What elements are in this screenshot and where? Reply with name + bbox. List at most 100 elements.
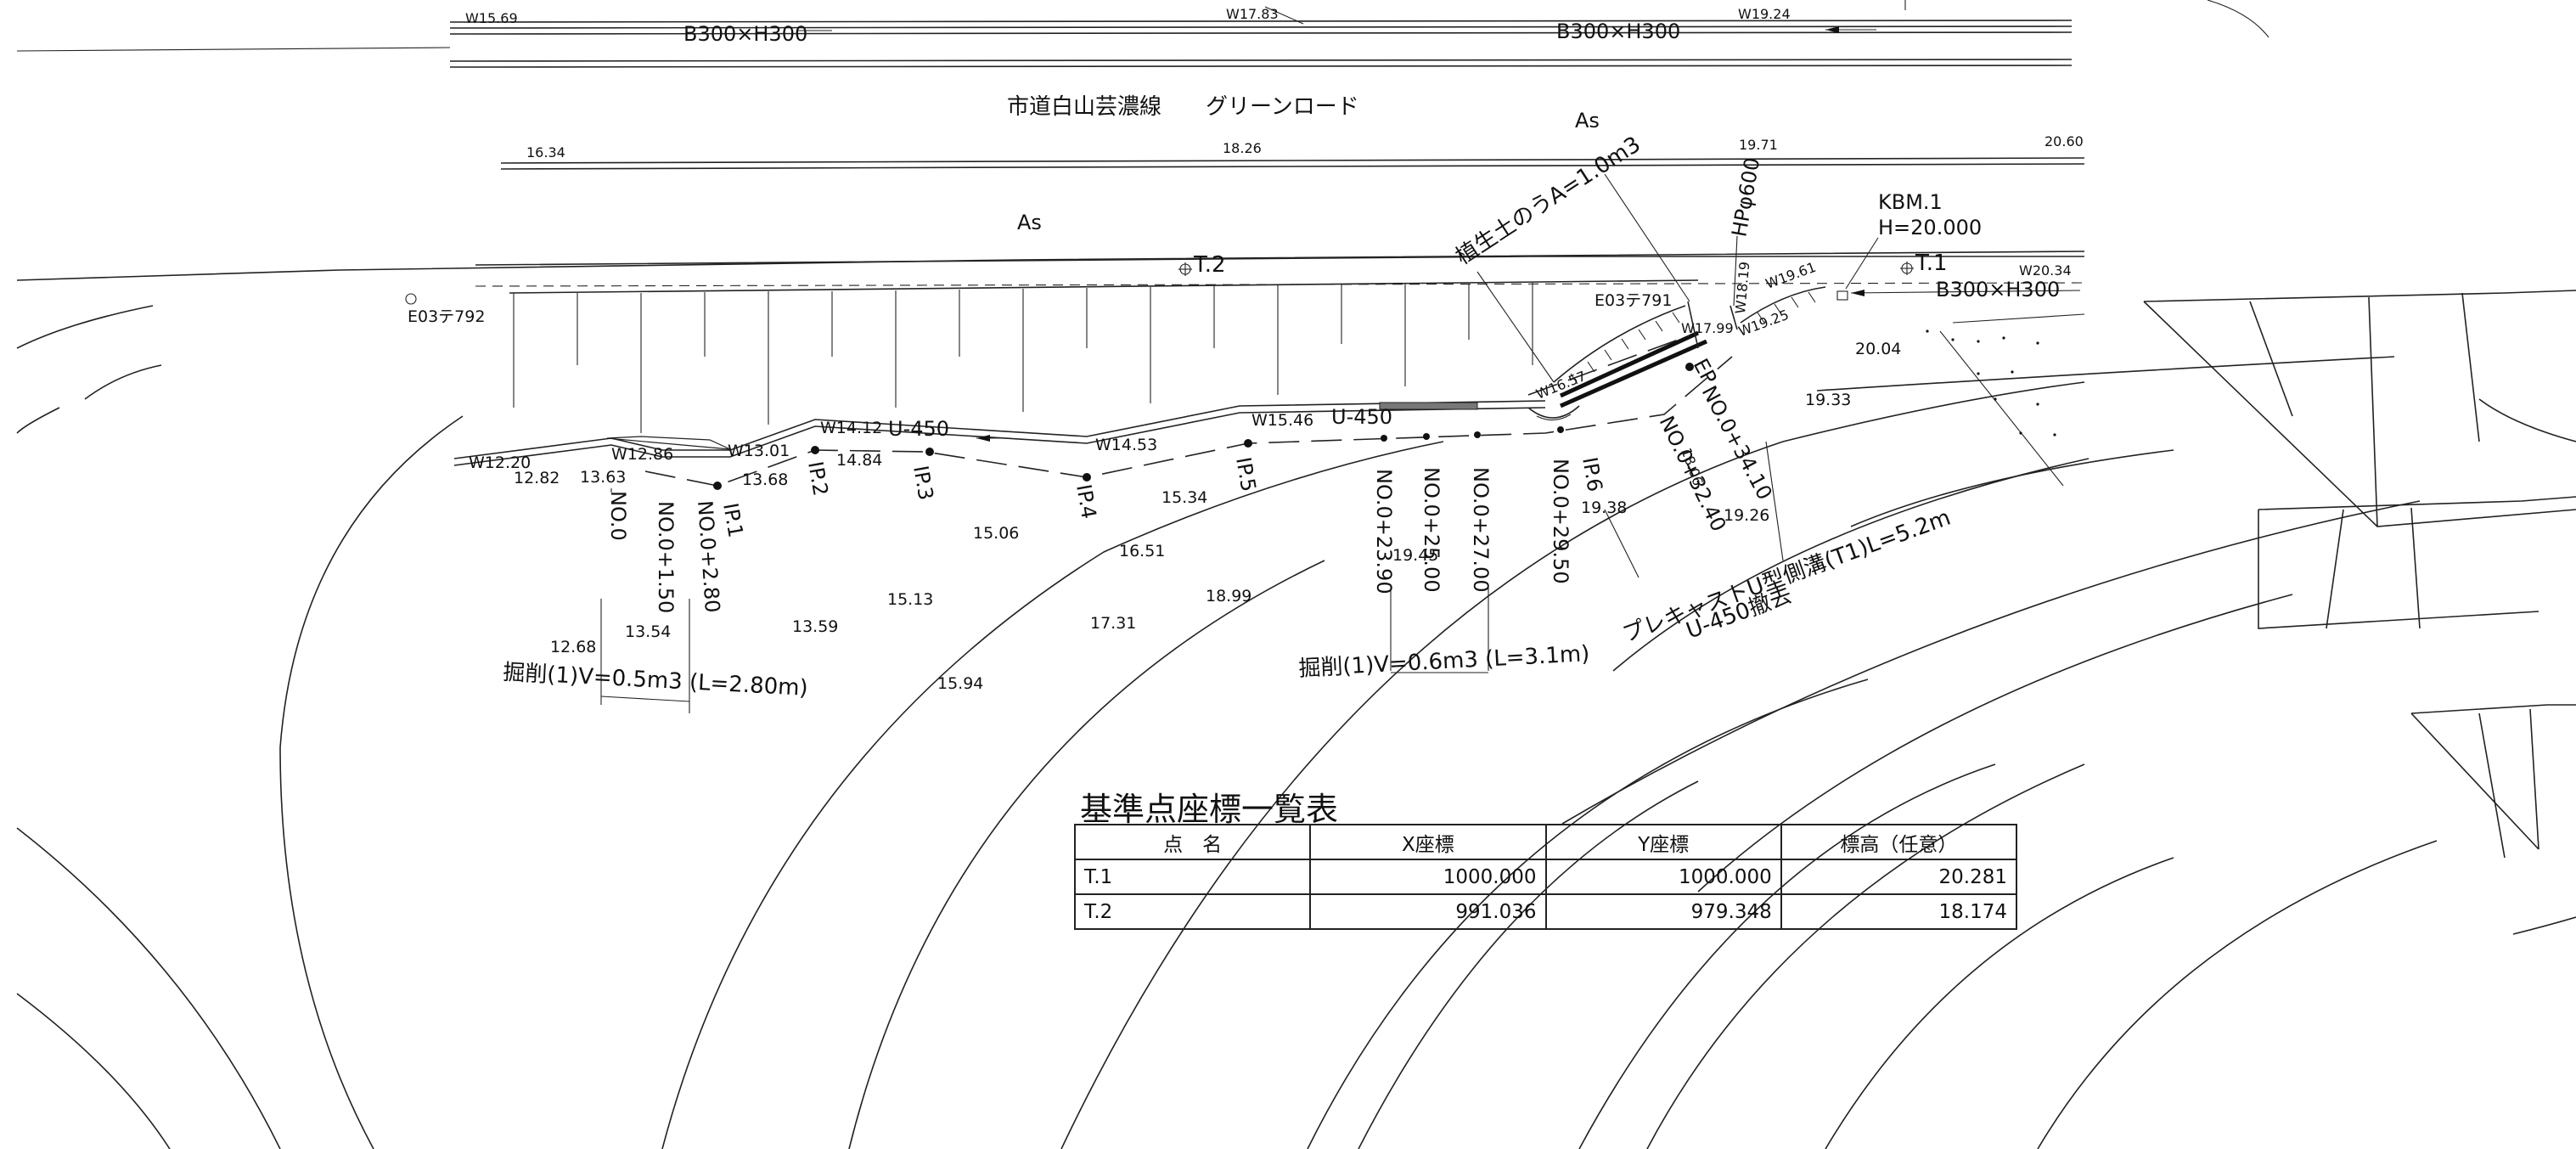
station-label: NO.0+1.50 xyxy=(654,501,678,613)
spot-elevation: 15.34 xyxy=(1161,488,1207,507)
spot-elevation: W18.19 xyxy=(1732,261,1752,314)
station-label: NO.0+2.80 xyxy=(693,499,724,613)
spot-elevation: 13.63 xyxy=(580,468,626,487)
table-title: 基準点座標一覧表 xyxy=(1080,791,1339,828)
spot-elevation: 16.51 xyxy=(1119,542,1165,560)
drain-label-upper-right: B300×H300 xyxy=(1556,20,1680,43)
kbm-label: KBM.1 xyxy=(1878,190,1943,214)
surface-label: As xyxy=(1575,109,1600,132)
spot-elevation: 14.84 xyxy=(836,451,882,470)
u450-label: U-450 xyxy=(1331,405,1392,429)
spot-elevation: 17.31 xyxy=(1090,614,1136,633)
coordinate-table: 点 名 X座標 Y座標 標高（任意） T.1 1000.000 1000.000… xyxy=(1073,824,2018,930)
spot-elevation: W12.20 xyxy=(469,453,531,472)
spot-elevation: 13.54 xyxy=(625,622,671,641)
station-label: NO.0+23.90 xyxy=(1372,469,1396,594)
station-label: IP.1 xyxy=(718,501,748,539)
spot-elevation: 13.68 xyxy=(742,470,788,489)
precast-u-ditch xyxy=(1527,301,1738,421)
flow-arrow-icon xyxy=(976,435,990,442)
benchmark-t1-label: T.1 xyxy=(1915,251,1948,276)
drain-label-right: B300×H300 xyxy=(1936,278,2060,301)
spot-elevation: 19.45 xyxy=(1392,546,1438,565)
spot-elevation: 19.71 xyxy=(1739,137,1778,153)
table-cell: 20.281 xyxy=(1780,859,2018,895)
table-cell: 18.174 xyxy=(1780,893,2018,930)
table-row: T.1 1000.000 1000.000 20.281 xyxy=(1073,859,2018,895)
table-header-row: 点 名 X座標 Y座標 標高（任意） xyxy=(1073,824,2018,860)
contour-lines xyxy=(16,305,2576,1149)
station-lines xyxy=(600,488,1489,713)
building-outlines xyxy=(2143,290,2576,859)
centerline-points xyxy=(713,363,1694,490)
spot-elevation: W15.46 xyxy=(1251,411,1313,430)
station-label: IP.6 xyxy=(1578,455,1607,493)
station-label: NO.0+29.50 xyxy=(1549,459,1572,584)
spot-elevation: W14.53 xyxy=(1095,436,1157,454)
u450-ditch xyxy=(453,400,1546,466)
spot-elevation: 19.26 xyxy=(1724,506,1769,525)
station-label: IP.2 xyxy=(803,459,833,498)
drain-arrow-line xyxy=(1850,290,2081,294)
spot-elevation: W17.99 xyxy=(1681,320,1734,336)
topsoil-annotation: 植生土のうA=1.0m3 xyxy=(1451,132,1645,270)
spot-elevation: W19.24 xyxy=(1738,6,1791,22)
spot-elevation: 18.99 xyxy=(1206,587,1251,605)
spot-elevation: 19.38 xyxy=(1581,498,1627,517)
spot-elevation: W20.34 xyxy=(2019,262,2072,279)
sandbag-hatch xyxy=(1553,286,1826,385)
spot-elevation: 16.34 xyxy=(526,144,565,161)
precast-annotation: プレキャストU型側溝(T1)L=5.2m xyxy=(1619,505,1954,648)
benchmark-t2-label: T.2 xyxy=(1193,252,1226,278)
table-row: T.2 991.036 979.348 18.174 xyxy=(1073,893,2018,930)
station-label: IP.3 xyxy=(908,464,938,502)
table-header: 点 名 xyxy=(1073,824,1312,860)
table-cell: T.1 xyxy=(1073,859,1312,895)
table-header: Y座標 xyxy=(1544,824,1782,860)
spot-elevation: 15.13 xyxy=(887,590,933,609)
benchmark-t1-mark xyxy=(1900,262,1914,275)
spot-elevation: W13.01 xyxy=(728,442,790,460)
spot-elevation: W14.12 xyxy=(820,419,882,437)
spot-elevation: 19.33 xyxy=(1805,391,1851,409)
station-label: IP.4 xyxy=(1071,482,1101,521)
surface-label: As xyxy=(1017,211,1042,234)
upper-road-lines xyxy=(16,0,2269,68)
hp-label: HPφ600 xyxy=(1727,155,1764,239)
boundary-label: E03テ792 xyxy=(408,307,485,326)
spot-elevation: W15.69 xyxy=(465,10,518,26)
kbm-marker xyxy=(1836,290,1848,301)
station-label: IP.5 xyxy=(1231,455,1261,493)
spot-elevation: 12.82 xyxy=(514,469,560,487)
spot-elevation: 20.60 xyxy=(2044,133,2084,149)
station-label: NO.0+25.00 xyxy=(1420,467,1443,593)
slope-ticks xyxy=(513,283,1533,433)
boundary-label: E03テ791 xyxy=(1595,291,1672,310)
station-label: NO.0+27.00 xyxy=(1469,467,1493,593)
dot-hatch xyxy=(1926,329,2056,437)
table-header: 標高（任意） xyxy=(1780,824,2018,860)
boundary-marker xyxy=(405,293,417,305)
kbm-height: H=20.000 xyxy=(1878,216,1982,239)
benchmark-t2-mark xyxy=(1178,262,1192,276)
road-name: 市道白山芸濃線 グリーンロード xyxy=(1007,94,1359,120)
table-cell: 991.036 xyxy=(1309,893,1547,930)
table-header: X座標 xyxy=(1309,824,1547,860)
spot-elevation: 13.59 xyxy=(792,617,838,636)
spot-elevation: 12.68 xyxy=(550,638,596,656)
table-cell: 1000.000 xyxy=(1544,859,1782,895)
table-cell: T.2 xyxy=(1073,893,1312,930)
u450-label: U-450 xyxy=(888,417,949,441)
spot-elevation: W17.83 xyxy=(1226,6,1279,22)
spot-elevation: 15.94 xyxy=(937,674,983,693)
spot-elevation: 18.26 xyxy=(1223,140,1262,156)
station-label: NO.0 xyxy=(606,491,630,541)
spot-elevation: W12.86 xyxy=(611,445,673,464)
drain-label-upper-left: B300×H300 xyxy=(683,22,807,46)
excavation-annotation-1: 掘削(1)V=0.5m3 (L=2.80m) xyxy=(503,660,809,701)
flow-arrow-icon xyxy=(1851,290,1865,296)
excavation-annotation-2: 掘削(1)V=0.6m3 (L=3.1m) xyxy=(1298,641,1590,682)
road-edge-lines xyxy=(16,157,2085,294)
table-cell: 1000.000 xyxy=(1309,859,1547,895)
